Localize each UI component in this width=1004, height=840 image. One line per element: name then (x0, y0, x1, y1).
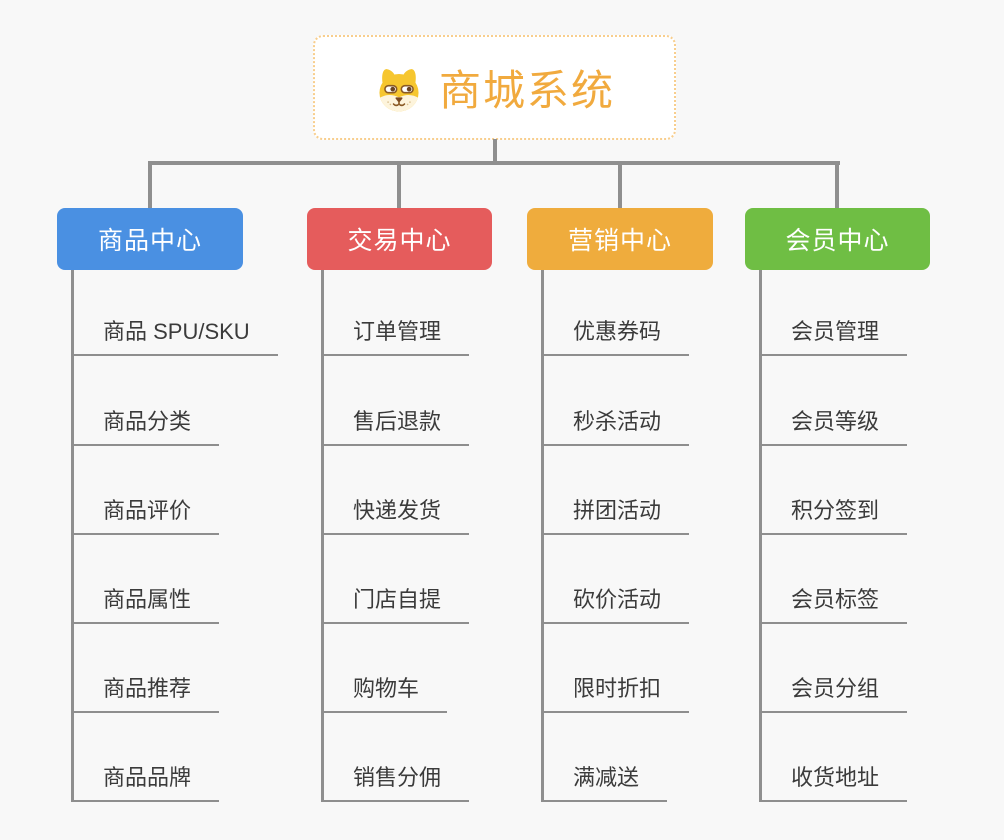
node-item[interactable]: 售后退款 (321, 406, 470, 446)
root-title: 商城系统 (438, 67, 615, 114)
node-item[interactable]: 商品品牌 (71, 762, 220, 802)
branch-spine-line (71, 270, 74, 802)
connector-drop-member (835, 161, 839, 208)
node-item[interactable]: 销售分佣 (321, 762, 470, 802)
node-item[interactable]: 优惠券码 (541, 316, 690, 356)
connector-drop-trade (397, 161, 401, 208)
node-item[interactable]: 会员等级 (759, 406, 908, 446)
node-item[interactable]: 限时折扣 (541, 673, 690, 713)
node-item[interactable]: 商品属性 (71, 584, 220, 624)
branch-node-product-center[interactable]: 商品中心 (57, 208, 243, 270)
root-node-mall-system[interactable]: 商城系统 (313, 35, 676, 140)
node-item[interactable]: 收货地址 (759, 762, 908, 802)
connector-drop-product (148, 161, 152, 208)
connector-drop-marketing (618, 161, 622, 208)
connector-root-drop (493, 139, 497, 165)
node-item[interactable]: 秒杀活动 (541, 406, 690, 446)
node-item[interactable]: 会员管理 (759, 316, 908, 356)
node-item[interactable]: 会员标签 (759, 584, 908, 624)
node-item[interactable]: 购物车 (321, 673, 448, 713)
branch-node-marketing-center[interactable]: 营销中心 (527, 208, 713, 270)
branch-spine-line (759, 270, 762, 802)
branch-spine-line (321, 270, 324, 802)
node-item[interactable]: 砍价活动 (541, 584, 690, 624)
node-item[interactable]: 订单管理 (321, 316, 470, 356)
connector-horizontal-rail (148, 161, 840, 165)
node-item[interactable]: 商品评价 (71, 495, 220, 535)
node-item[interactable]: 满减送 (541, 762, 668, 802)
branch-node-member-center[interactable]: 会员中心 (745, 208, 930, 270)
node-item[interactable]: 拼团活动 (541, 495, 690, 535)
branch-spine-line (541, 270, 544, 802)
node-item[interactable]: 快递发货 (321, 495, 470, 535)
node-item[interactable]: 商品分类 (71, 406, 220, 446)
node-item[interactable]: 商品 SPU/SKU (71, 316, 278, 356)
branch-node-trade-center[interactable]: 交易中心 (307, 208, 492, 270)
node-item[interactable]: 门店自提 (321, 584, 470, 624)
shiba-dog-icon (374, 63, 424, 113)
node-item[interactable]: 积分签到 (759, 495, 908, 535)
node-item[interactable]: 会员分组 (759, 673, 908, 713)
node-item[interactable]: 商品推荐 (71, 673, 220, 713)
